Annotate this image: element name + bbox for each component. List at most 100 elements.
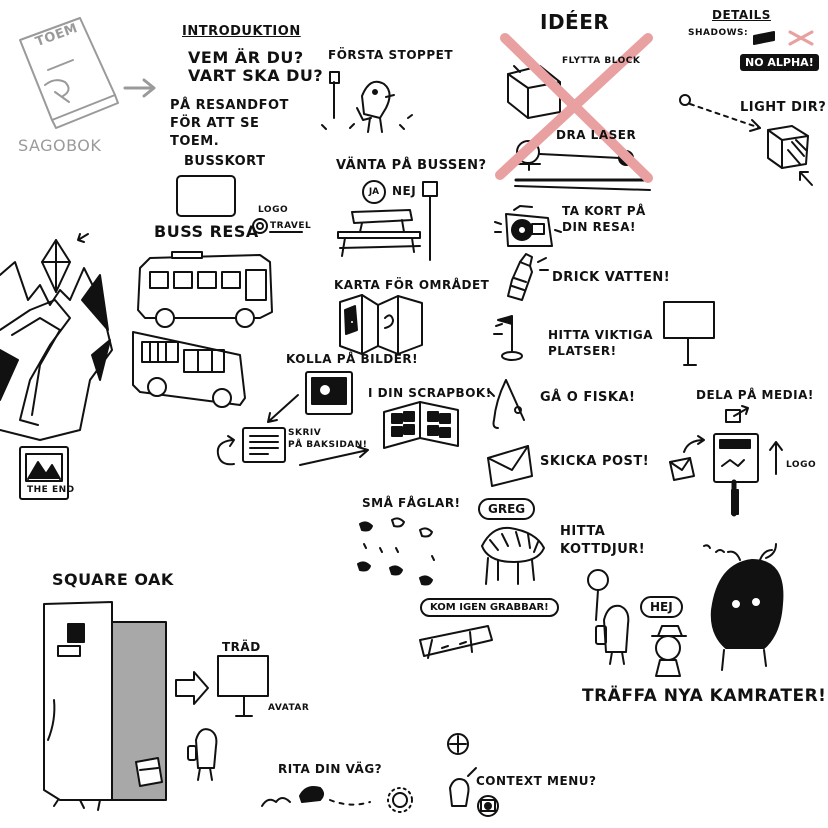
bench-icon — [338, 210, 420, 256]
small-birds-icon — [358, 518, 434, 584]
task-animals-l1: HITTA — [560, 524, 606, 539]
task-photo-l2: DIN RESA! — [562, 220, 636, 234]
ideas-laser: DRA LASER — [556, 128, 637, 142]
log-icon — [420, 626, 492, 658]
signboard-icon — [664, 302, 714, 365]
envelope-icon — [488, 446, 532, 486]
oak-title: SQUARE OAK — [52, 570, 174, 589]
task-post: SKICKA POST! — [540, 454, 650, 469]
ideas-move: FLYTTA BLOCK — [562, 56, 641, 66]
rotate-arrow-icon — [218, 436, 234, 464]
hat-friend-icon — [652, 626, 686, 676]
draw-path-icon — [262, 787, 412, 812]
first-stop-scene — [322, 72, 412, 132]
photos-look: KOLLA PÅ BILDER! — [286, 352, 419, 366]
ideas-title: IDÉER — [540, 10, 610, 34]
bus-title: BUSS RESA — [154, 222, 259, 241]
intro-line2: VART SKA DU? — [188, 66, 324, 85]
greg-speech: GREG — [478, 498, 536, 520]
arrow-curve-icon — [684, 436, 704, 452]
gem-icon — [42, 240, 70, 292]
camera-icon — [495, 206, 561, 246]
pointer-arrow-icon — [78, 234, 88, 242]
intro-heading: INTRODUKTION — [182, 24, 301, 39]
square-oak-tree — [44, 602, 166, 810]
arrow-down-left-icon — [268, 395, 298, 422]
location-flag-icon — [494, 316, 522, 360]
mailbox-icon — [714, 434, 758, 514]
task-fish: GÅ O FISKA! — [540, 390, 636, 405]
path-draw: RITA DIN VÄG? — [278, 762, 383, 776]
answer-yes[interactable]: JA — [362, 180, 386, 204]
oak-tree-label: TRÄD — [222, 640, 261, 654]
avatar-figure-icon — [188, 729, 216, 780]
intro-line5: TOEM. — [170, 134, 220, 149]
hej-speech: HEJ — [640, 596, 683, 618]
task-logo: LOGO — [786, 460, 817, 470]
tree-sign-icon — [218, 656, 268, 716]
end-card-label: THE END — [27, 485, 75, 495]
greg-creature-icon — [482, 528, 544, 584]
light-dir-label: LIGHT DIR? — [740, 100, 827, 115]
arrow-block-icon — [176, 672, 208, 704]
bus-logo-small: LOGO — [258, 205, 289, 215]
mountain-scene — [0, 262, 112, 440]
task-media: DELA PÅ MEDIA! — [696, 388, 814, 402]
no-alpha-badge: NO ALPHA! — [740, 54, 819, 71]
wait-bus-title: VÄNTA PÅ BUSSEN? — [336, 158, 487, 173]
intro-line1: VEM ÄR DU? — [188, 48, 304, 67]
bus-card — [177, 176, 235, 216]
bus-front-icon — [138, 252, 272, 327]
arrow-up-left-icon — [800, 172, 812, 185]
water-bottle-icon — [508, 254, 548, 300]
share-icon — [726, 406, 748, 422]
task-places-l1: HITTA VIKTIGA — [548, 328, 654, 342]
balloon-friend-icon — [588, 570, 608, 620]
light-direction-icon — [680, 95, 760, 131]
intro-line6: BUSSKORT — [184, 154, 266, 169]
backpack-friend-icon — [596, 606, 628, 664]
path-context: CONTEXT MENU? — [476, 774, 597, 788]
bus-stop-sign-icon — [423, 182, 437, 260]
details-shadows: SHADOWS: — [688, 28, 749, 38]
answer-no[interactable]: NEJ — [392, 184, 417, 198]
bus-logo-brand: TRAVEL — [270, 221, 312, 231]
arrow-right-icon — [125, 80, 154, 96]
intro-line3: PÅ RESANDFOT — [170, 98, 289, 113]
cross-out-mark — [500, 38, 648, 178]
context-menu-icons — [448, 734, 498, 816]
photos-scrapbook: I DIN SCRAPBOK! — [368, 386, 492, 400]
area-map-icon — [340, 295, 422, 354]
task-friends: TRÄFFA NYA KAMRATER! — [582, 686, 827, 706]
storybook-icon — [20, 18, 118, 128]
details-title: DETAILS — [712, 8, 771, 22]
arrow-right-icon-2 — [300, 447, 368, 465]
come-speech: KOM IGEN GRABBAR! — [420, 598, 559, 617]
crossed-swatch-icon — [790, 32, 812, 44]
task-places-l2: PLATSER! — [548, 344, 617, 358]
task-water: DRICK VATTEN! — [552, 270, 671, 285]
black-monster-icon — [704, 544, 782, 670]
arrow-up-icon — [770, 442, 782, 474]
photos-write-l1: SKRIV — [288, 428, 322, 438]
shadow-swatch-icon — [754, 32, 774, 44]
intro-line4: FÖR ATT SE — [170, 116, 260, 131]
photos-write-l2: PÅ BAKSIDAN! — [288, 440, 368, 450]
photo-icon — [306, 372, 352, 414]
oak-avatar-label: AVATAR — [268, 703, 310, 713]
cube-icon — [768, 126, 808, 168]
scrapbook-icon — [384, 402, 458, 448]
bus-side-icon — [133, 332, 245, 407]
map-title: KARTA FÖR OMRÅDET — [334, 278, 490, 292]
task-photo-l1: TA KORT PÅ — [562, 204, 646, 218]
small-envelope-icon — [670, 458, 694, 480]
task-animals-l2: KOTTDJUR! — [560, 542, 646, 557]
task-birds: SMÅ FÅGLAR! — [362, 496, 461, 510]
first-stop-title: FÖRSTA STOPPET — [328, 48, 454, 62]
book-label: SAGOBOK — [18, 136, 102, 155]
the-end-card — [20, 447, 68, 499]
travel-logo-icon — [253, 219, 302, 233]
note-card-icon — [243, 428, 285, 462]
fishing-rod-icon — [488, 380, 524, 428]
